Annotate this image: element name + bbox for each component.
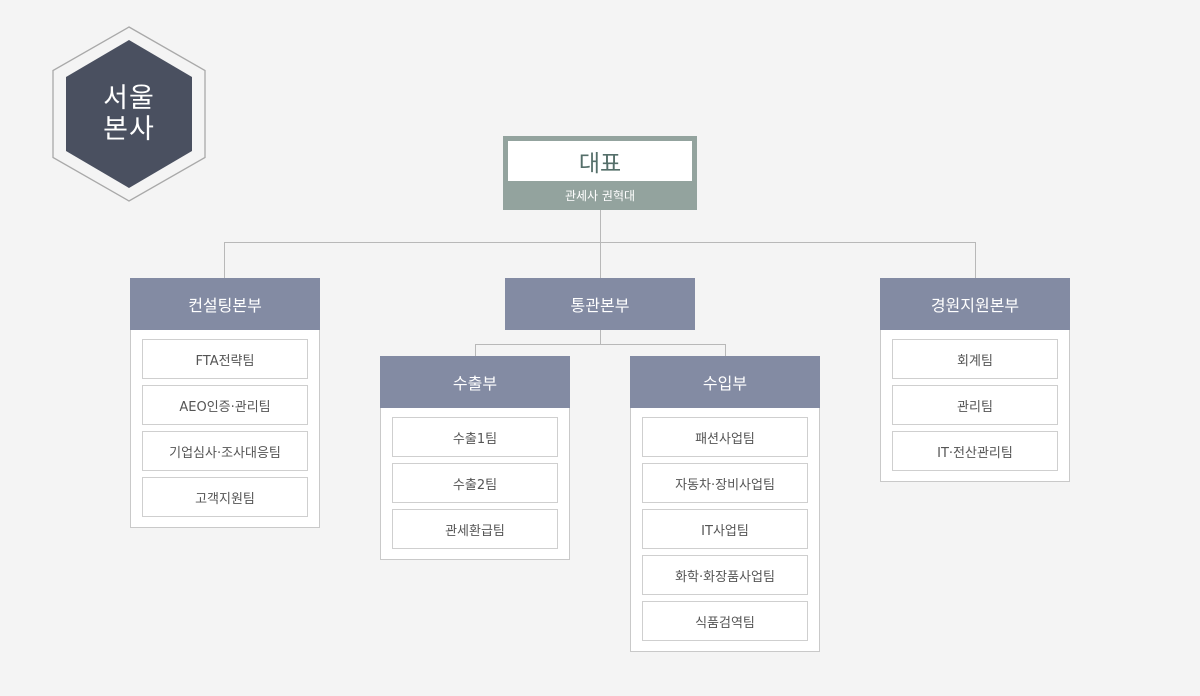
team-accounting: 회계팀 bbox=[892, 339, 1058, 379]
team-food-quarantine: 식품검역팀 bbox=[642, 601, 808, 641]
export-team-list: 수출1팀 수출2팀 관세환급팀 bbox=[380, 408, 570, 560]
import-team-list: 패션사업팀 자동차·장비사업팀 IT사업팀 화학·화장품사업팀 식품검역팀 bbox=[630, 408, 820, 652]
team-duty-refund: 관세환급팀 bbox=[392, 509, 558, 549]
import-department: 수입부 패션사업팀 자동차·장비사업팀 IT사업팀 화학·화장품사업팀 식품검역… bbox=[630, 356, 820, 652]
ceo-box: 대표 관세사 권혁대 bbox=[503, 136, 697, 210]
hq-hexagon-badge bbox=[52, 26, 206, 202]
consulting-division-header: 컨설팅본부 bbox=[130, 278, 320, 330]
export-department: 수출부 수출1팀 수출2팀 관세환급팀 bbox=[380, 356, 570, 560]
hq-badge-line2: 본사 bbox=[103, 114, 155, 145]
consulting-division: 컨설팅본부 FTA전략팀 AEO인증·관리팀 기업심사·조사대응팀 고객지원팀 bbox=[130, 278, 320, 528]
team-chemical-cosmetics: 화학·화장품사업팀 bbox=[642, 555, 808, 595]
hq-badge-label: 서울 본사 bbox=[52, 26, 206, 202]
team-fta-strategy: FTA전략팀 bbox=[142, 339, 308, 379]
team-export-1: 수출1팀 bbox=[392, 417, 558, 457]
customs-division: 통관본부 bbox=[505, 278, 695, 330]
team-it-business: IT사업팀 bbox=[642, 509, 808, 549]
consulting-team-list: FTA전략팀 AEO인증·관리팀 기업심사·조사대응팀 고객지원팀 bbox=[130, 330, 320, 528]
export-department-header: 수출부 bbox=[380, 356, 570, 408]
team-automotive-equipment: 자동차·장비사업팀 bbox=[642, 463, 808, 503]
management-division: 경원지원본부 회계팀 관리팀 IT·전산관리팀 bbox=[880, 278, 1070, 482]
team-aeo-certification: AEO인증·관리팀 bbox=[142, 385, 308, 425]
import-department-header: 수입부 bbox=[630, 356, 820, 408]
team-it-systems: IT·전산관리팀 bbox=[892, 431, 1058, 471]
team-export-2: 수출2팀 bbox=[392, 463, 558, 503]
team-fashion: 패션사업팀 bbox=[642, 417, 808, 457]
ceo-subtitle: 관세사 권혁대 bbox=[564, 189, 636, 203]
hq-badge-line1: 서울 bbox=[103, 83, 155, 114]
team-administration: 관리팀 bbox=[892, 385, 1058, 425]
management-team-list: 회계팀 관리팀 IT·전산관리팀 bbox=[880, 330, 1070, 482]
team-corporate-audit: 기업심사·조사대응팀 bbox=[142, 431, 308, 471]
team-customer-support: 고객지원팀 bbox=[142, 477, 308, 517]
management-division-header: 경원지원본부 bbox=[880, 278, 1070, 330]
ceo-title: 대표 bbox=[508, 141, 692, 181]
customs-division-header: 통관본부 bbox=[505, 278, 695, 330]
